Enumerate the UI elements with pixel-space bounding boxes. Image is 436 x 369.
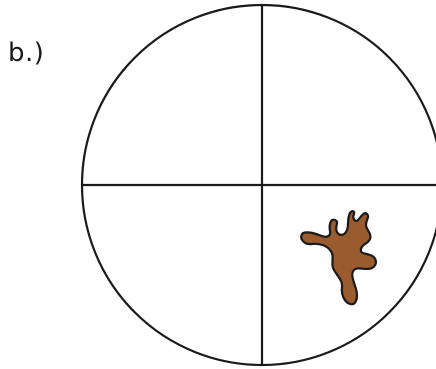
brown-splat-icon [301, 211, 376, 304]
